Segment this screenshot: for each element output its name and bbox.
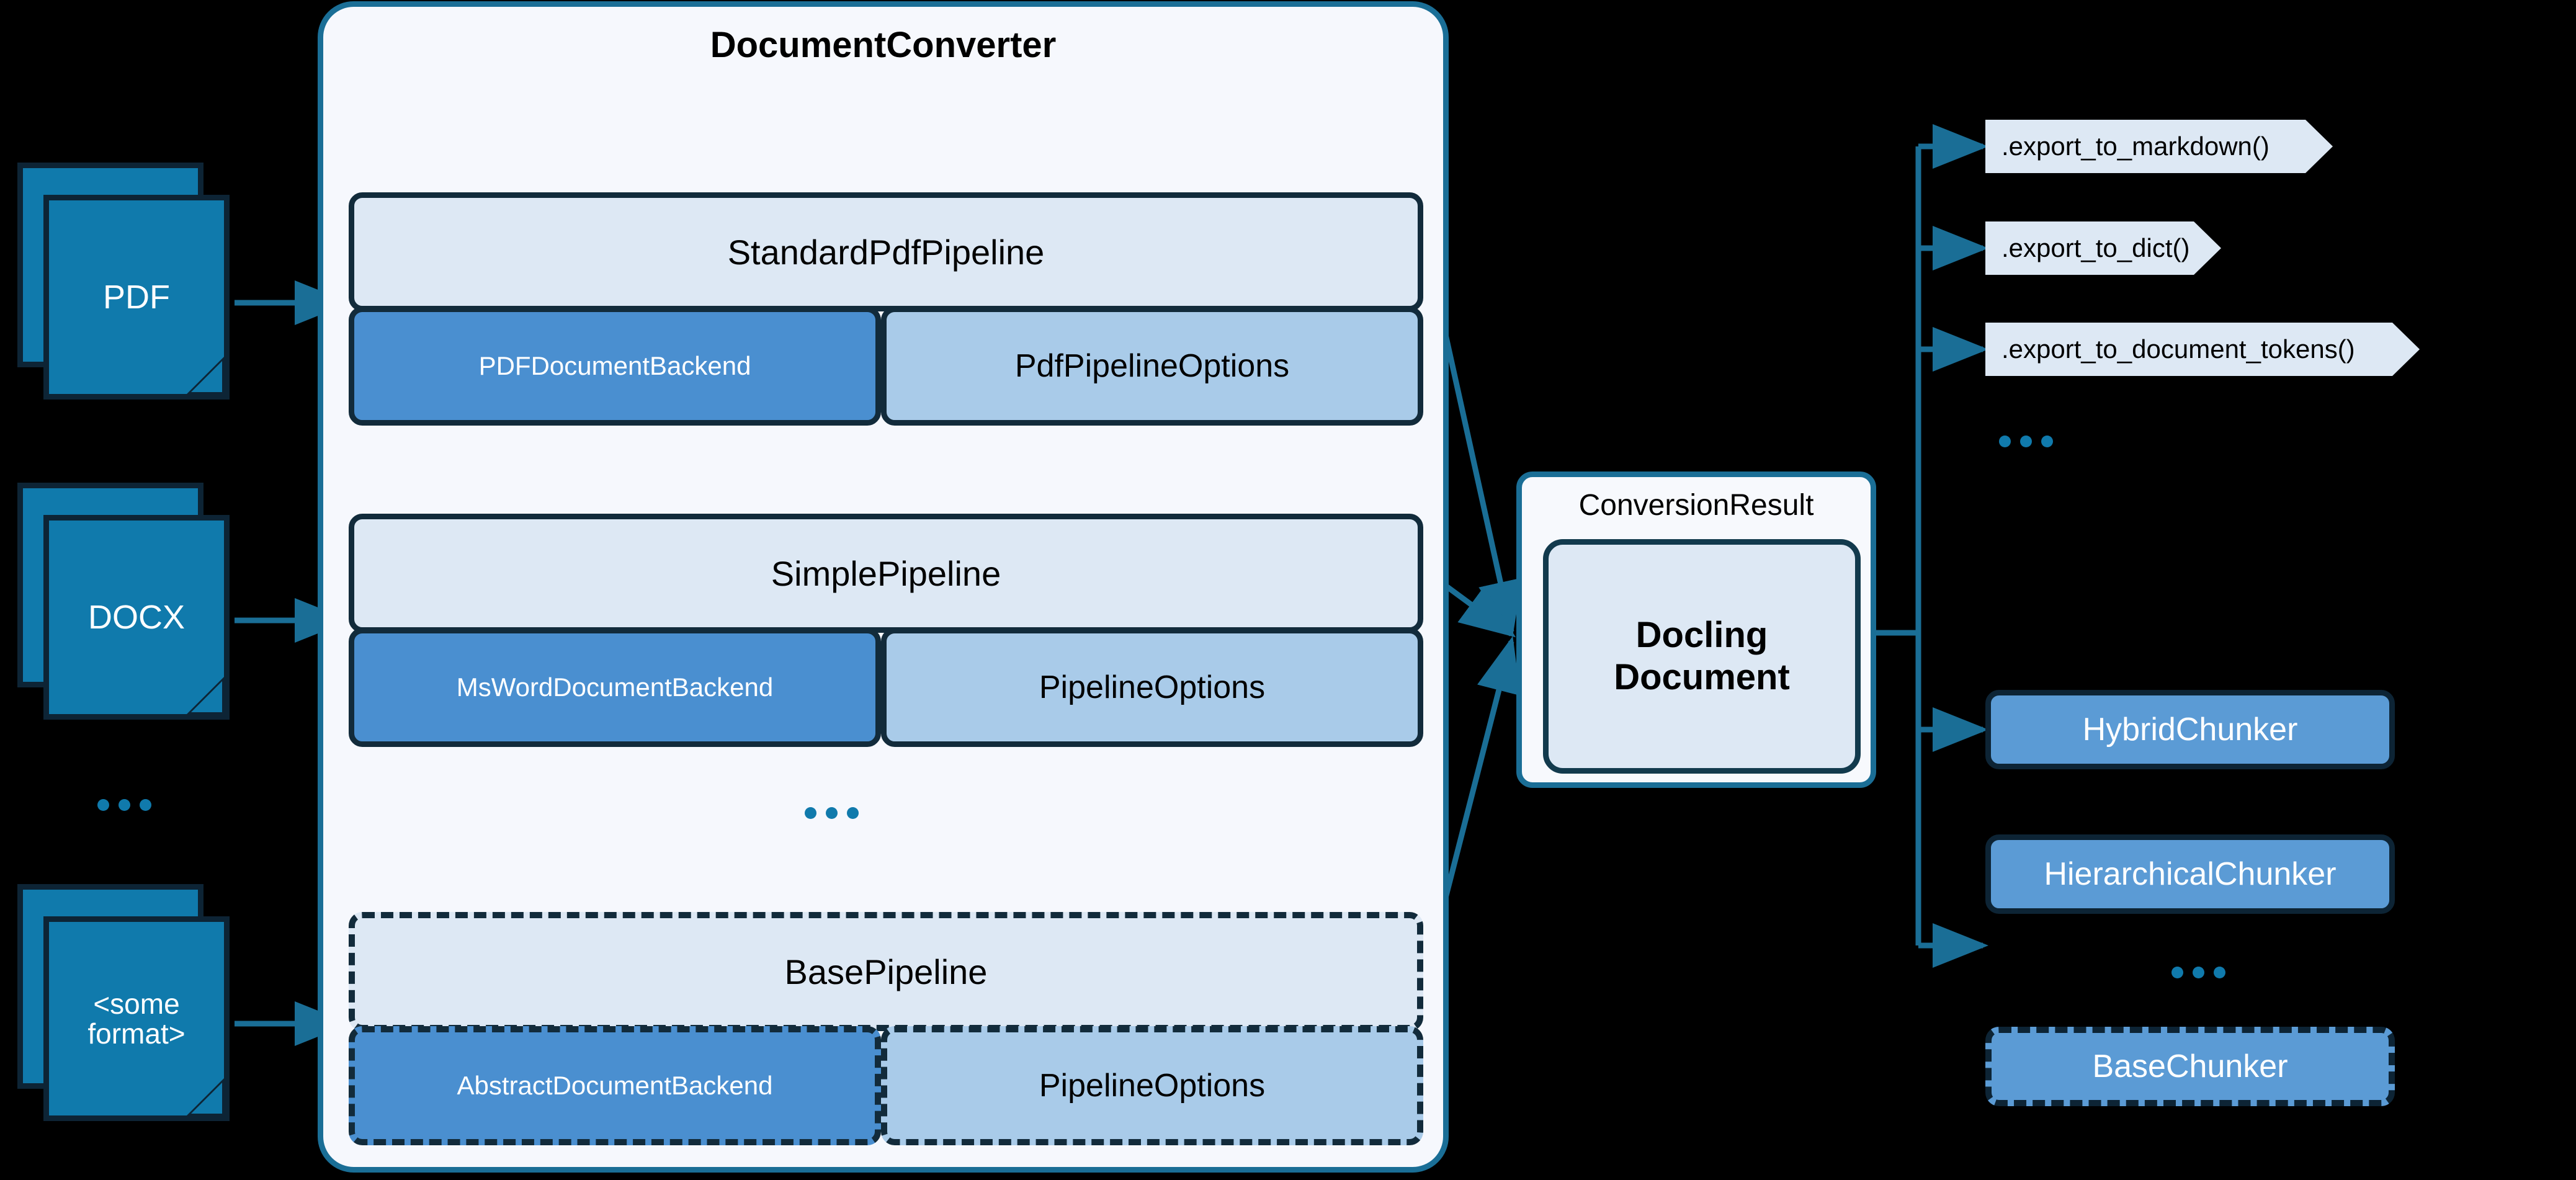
docling-document-line1: Docling	[1635, 614, 1768, 655]
export-label-dict: .export_to_dict()	[2001, 233, 2190, 262]
document-front-sheet: DOCX	[43, 515, 230, 720]
document-fold-inner-icon	[191, 681, 222, 712]
chunker-label-hierarchical: HierarchicalChunker	[2044, 856, 2337, 892]
options-pipeline-options[interactable]: PipelineOptions	[881, 628, 1423, 747]
input-document-docx[interactable]: DOCX	[6, 483, 242, 731]
export-label-markdown: .export_to_markdown()	[2001, 132, 2270, 161]
pipeline-simple-pipeline[interactable]: SimplePipeline	[349, 514, 1423, 633]
chunker-label-hybrid: HybridChunker	[2082, 712, 2298, 748]
export-ellipsis	[1999, 436, 2053, 447]
docling-document-box[interactable]: Docling Document	[1543, 539, 1861, 774]
document-fold-inner-icon	[191, 1083, 222, 1114]
page-title: DocumentConverter	[710, 25, 1057, 65]
document-fold-inner-icon	[191, 361, 222, 392]
pipeline-standard-pdf-pipeline[interactable]: StandardPdfPipeline	[349, 192, 1423, 311]
chunker-hierarchical[interactable]: HierarchicalChunker	[1985, 834, 2395, 914]
export-label-document-tokens: .export_to_document_tokens()	[2001, 334, 2355, 364]
backend-pdf-document-backend[interactable]: PDFDocumentBackend	[349, 306, 881, 426]
chunker-ellipsis	[2171, 967, 2225, 978]
input-label-pdf: PDF	[103, 278, 170, 316]
export-tag-document-tokens[interactable]: .export_to_document_tokens()	[1985, 323, 2420, 376]
input-ellipsis	[97, 799, 151, 811]
docling-document-line2: Document	[1614, 657, 1790, 697]
document-converter-panel: DocumentConverter StandardPdfPipeline PD…	[318, 1, 1449, 1173]
chunker-hybrid[interactable]: HybridChunker	[1985, 690, 2395, 769]
input-document-pdf[interactable]: PDF	[6, 163, 242, 411]
conversion-result-label: ConversionResult	[1578, 489, 1814, 522]
chunker-label-base: BaseChunker	[2092, 1048, 2288, 1084]
export-tag-dict[interactable]: .export_to_dict()	[1985, 221, 2221, 275]
document-front-sheet: PDF	[43, 195, 230, 400]
options-pdf-pipeline-options[interactable]: PdfPipelineOptions	[881, 306, 1423, 426]
options-pipeline-options-base[interactable]: PipelineOptions	[881, 1026, 1423, 1145]
pipeline-base-pipeline[interactable]: BasePipeline	[349, 912, 1423, 1031]
backend-msword-document-backend[interactable]: MsWordDocumentBackend	[349, 628, 881, 747]
backend-abstract-document-backend[interactable]: AbstractDocumentBackend	[349, 1026, 881, 1145]
conversion-result-container: ConversionResult Docling Document	[1516, 472, 1876, 788]
input-label-docx: DOCX	[87, 598, 185, 636]
chunker-base[interactable]: BaseChunker	[1985, 1027, 2395, 1106]
pipeline-ellipsis	[805, 807, 859, 819]
export-tag-markdown[interactable]: .export_to_markdown()	[1985, 120, 2333, 173]
